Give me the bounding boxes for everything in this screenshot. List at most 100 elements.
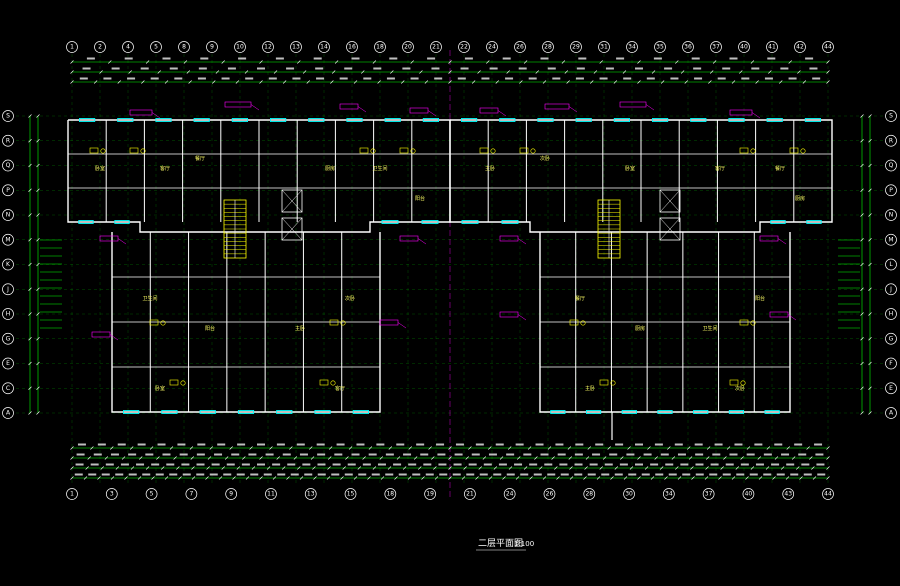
fixture xyxy=(319,379,329,386)
left-axis-R-bubble xyxy=(2,134,14,147)
fixture xyxy=(410,148,416,154)
right-axis-N-label: N xyxy=(889,212,894,219)
right-axis-H-label: H xyxy=(889,311,894,318)
dimension-value xyxy=(654,443,663,446)
left-axis-K-bubble xyxy=(2,258,14,271)
left-axis-P-label: P xyxy=(6,187,10,194)
dimension-value xyxy=(623,77,632,80)
dimension-value xyxy=(515,443,524,446)
window xyxy=(193,118,210,122)
top-axis-24-bubble xyxy=(486,41,498,53)
window xyxy=(766,118,783,122)
window xyxy=(806,220,822,224)
dimension-value xyxy=(788,77,797,80)
bottom-axis-37-label: 37 xyxy=(705,491,713,498)
left-axis-Q-bubble xyxy=(2,159,14,172)
dimension-value xyxy=(540,453,549,456)
right-axis-J-label: J xyxy=(889,286,892,293)
right-axis-Q-bubble xyxy=(885,159,897,172)
bottom-axis-18-label: 18 xyxy=(386,491,394,498)
dimension-value xyxy=(115,473,124,476)
left-axis-M-label: M xyxy=(5,236,10,243)
room-label: 卫生间 xyxy=(142,295,157,302)
top-axis-5-label: 5 xyxy=(154,44,158,51)
dimension-value xyxy=(502,57,511,60)
dimension-value xyxy=(628,473,637,476)
dimension-value xyxy=(452,473,461,476)
dimension-value xyxy=(416,443,425,446)
dimension-value xyxy=(257,67,265,70)
dimension-value xyxy=(481,77,490,80)
right-axis-Q-label: Q xyxy=(889,162,894,169)
left-axis-A-label: A xyxy=(6,410,11,417)
fixtures-layer: 卧室客厅餐厅厨房卫生间阳台主卧次卧卧室客厅餐厅厨房卫生间阳台主卧次卧卧室客厅餐厅… xyxy=(78,101,822,440)
left-axis-G-bubble xyxy=(2,332,14,345)
room-label: 卫生间 xyxy=(702,325,717,332)
right-axis-S-label: S xyxy=(889,113,893,120)
dimension-value xyxy=(236,473,245,476)
dimension-value xyxy=(376,443,385,446)
dimension-value xyxy=(385,453,394,456)
dimension-value xyxy=(601,473,610,476)
top-axis-12-bubble xyxy=(262,41,274,53)
window xyxy=(231,118,248,122)
dimension-value xyxy=(238,57,247,60)
dimension-value xyxy=(506,473,515,476)
window xyxy=(585,410,602,414)
dimension-value xyxy=(619,463,628,466)
dimension-value xyxy=(128,453,137,456)
dimension-value xyxy=(344,67,353,70)
dimension-value xyxy=(488,453,497,456)
dimension-value xyxy=(736,473,745,476)
window xyxy=(575,118,592,122)
dimension-value xyxy=(316,77,325,80)
top-axis-37-bubble xyxy=(710,41,722,53)
top-axis-24-label: 24 xyxy=(488,44,496,51)
dimension-value xyxy=(377,463,386,466)
top-axis-4-bubble xyxy=(122,41,134,53)
window xyxy=(652,118,669,122)
dimension-value xyxy=(124,57,133,60)
dimension-value xyxy=(615,443,624,446)
window xyxy=(78,220,94,224)
fixture xyxy=(519,147,529,154)
top-axis-13-bubble xyxy=(290,41,302,53)
top-axis-20-label: 20 xyxy=(404,44,412,51)
window xyxy=(657,410,673,414)
dimension-value xyxy=(535,443,544,446)
dimension-value xyxy=(740,463,749,466)
dimension-value xyxy=(776,473,785,476)
bottom-axis-24-bubble xyxy=(503,488,516,500)
dimension-value xyxy=(559,463,568,466)
dimension-value xyxy=(386,77,395,80)
dimension-value xyxy=(592,453,601,456)
dimension-value xyxy=(741,77,750,80)
dimension-value xyxy=(555,443,564,446)
top-axis-2-bubble xyxy=(94,41,106,53)
dimension-value xyxy=(237,443,246,446)
dimension-value xyxy=(479,473,488,476)
fixture xyxy=(370,148,376,154)
dimension-value xyxy=(317,463,326,466)
dimension-lines-layer xyxy=(28,57,872,480)
dimension-value xyxy=(174,77,183,80)
top-axis-10-bubble xyxy=(234,41,246,53)
fixture xyxy=(599,379,609,386)
dimension-value xyxy=(725,463,734,466)
dimension-value xyxy=(650,463,659,466)
dimension-value xyxy=(76,453,85,456)
dimension-value xyxy=(528,77,537,80)
window xyxy=(270,118,287,122)
dimension-value xyxy=(763,453,772,456)
dimension-value xyxy=(780,67,789,70)
top-axis-26-bubble xyxy=(514,41,526,53)
window xyxy=(461,118,478,122)
fixture xyxy=(490,148,496,154)
dimension-value xyxy=(334,453,343,456)
dimension-value xyxy=(150,77,159,80)
dimension-value xyxy=(412,473,421,476)
dimension-value xyxy=(317,453,326,456)
bottom-axis-44-bubble xyxy=(822,488,834,500)
window xyxy=(613,118,630,122)
dimension-value xyxy=(427,57,436,60)
